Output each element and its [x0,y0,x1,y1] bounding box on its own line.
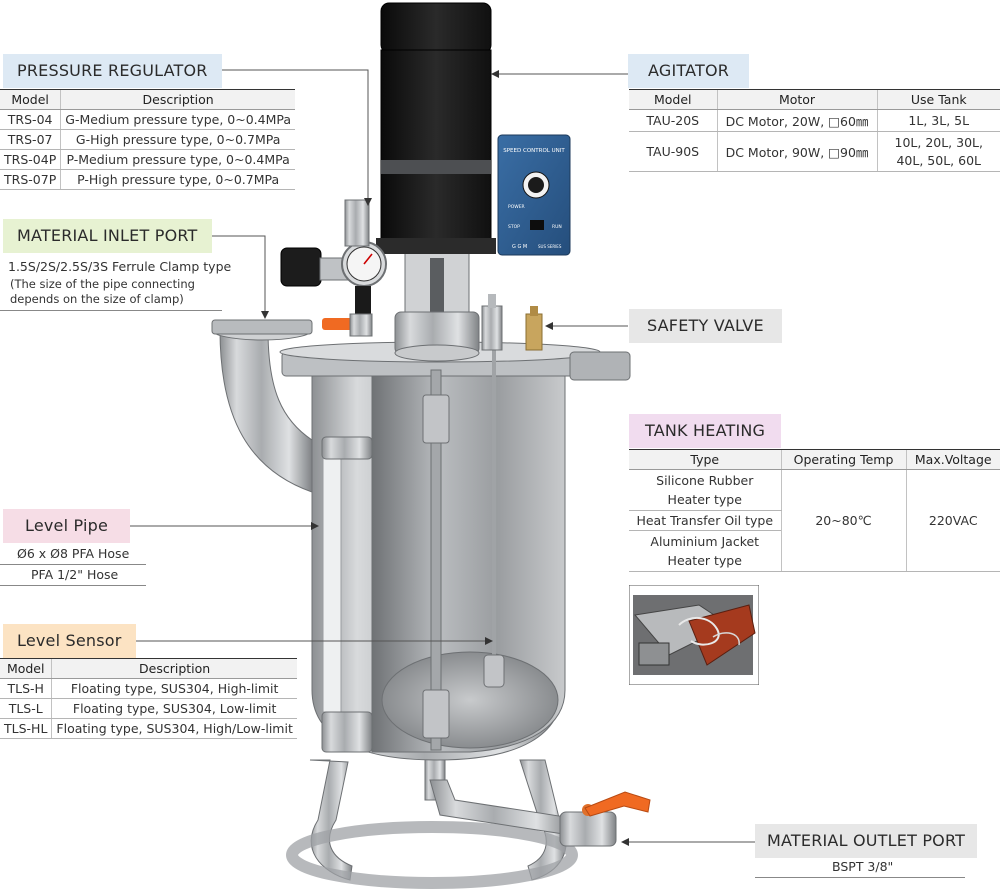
table-row: TRS-04P P-Medium pressure type, 0~0.4MPa [0,149,295,170]
pressure-regulator-table: Model Description TRS-04 G-Medium pressu… [0,89,295,190]
th-header-operating-temp: Operating Temp [780,449,906,470]
material-outlet-title: MATERIAL OUTLET PORT [755,824,978,858]
ag-use-tank: 10L, 20L, 30L, 40L, 50L, 60L [876,131,1000,172]
level-pipe-spec-1: Ø6 x Ø8 PFA Hose [17,546,130,561]
pressure-regulator-body [280,247,322,287]
pr-header-description: Description [60,89,295,110]
pressure-regulator-title: PRESSURE REGULATOR [3,54,222,88]
material-inlet-spec: 1.5S/2S/2.5S/3S Ferrule Clamp type [8,259,232,274]
th-header-max-voltage: Max.Voltage [905,449,1000,470]
table-row: TLS-L Floating type, SUS304, Low-limit [0,698,297,719]
ls-description: Floating type, SUS304, High/Low-limit [51,718,297,739]
ag-motor: DC Motor, 20W, □60㎜ [716,109,877,132]
table-row: TLS-H Floating type, SUS304, High-limit [0,678,297,699]
ls-header-description: Description [51,658,297,679]
material-inlet-title: MATERIAL INLET PORT [3,219,212,253]
table-row: Aluminium Jacket Heater type [629,530,1000,572]
table-row: TLS-HL Floating type, SUS304, High/Low-l… [0,718,297,739]
pr-description: P-High pressure type, 0~0.7MPa [60,169,295,190]
ls-description: Floating type, SUS304, Low-limit [51,698,297,719]
agitator-title: AGITATOR [628,54,750,88]
pr-model: TRS-04 [0,109,61,130]
material-outlet-spec: BSPT 3/8" [832,859,894,874]
agitator-motor [380,2,492,54]
level-sensor-table: Model Description TLS-H Floating type, S… [0,658,297,739]
divider [0,585,146,586]
ls-header-model: Model [0,658,52,679]
table-row: Heat Transfer Oil type [629,510,1000,531]
pr-model: TRS-04P [0,149,61,170]
th-max-voltage: 220VAC [905,469,1000,572]
controller-title: SPEED CONTROL UNIT [503,148,565,154]
table-row: TRS-07P P-High pressure type, 0~0.7MPa [0,169,295,190]
controller-power-label: POWER [508,204,525,210]
th-operating-temp: 20~80℃ [780,469,906,572]
tank-illustration: SPEED CONTROL UNIT POWER RUN STOP G G M … [211,2,651,889]
safety-valve-title: SAFETY VALVE [629,309,782,343]
ag-motor: DC Motor, 90W, □90㎜ [716,131,877,172]
ls-model: TLS-HL [0,718,52,739]
pr-description: P-Medium pressure type, 0~0.4MPa [60,149,295,170]
controller-brand: G G M [512,244,527,250]
controller-run-label: RUN [552,224,562,230]
ag-use-tank-line: 40L, 50L, 60L [896,152,981,168]
pr-description: G-High pressure type, 0~0.7MPa [60,129,295,150]
material-inlet-note-1: (The size of the pipe connecting [10,277,195,291]
ag-use-tank-line: 1L, 3L, 5L [908,113,970,128]
divider [0,310,222,311]
divider [0,564,146,565]
th-type: Heat Transfer Oil type [629,510,781,531]
table-row: TAU-90S DC Motor, 90W, □90㎜ 10L, 20L, 30… [629,131,1000,172]
th-type-line: Aluminium Jacket [650,534,760,549]
ag-header-model: Model [629,89,717,110]
outlet-valve-handle [584,791,651,817]
th-type-line: Silicone Rubber [656,473,754,488]
ls-model: TLS-L [0,698,52,719]
th-type-line: Heater type [667,492,742,507]
regulator-valve-handle [322,318,356,330]
table-row: TRS-04 G-Medium pressure type, 0~0.4MPa [0,109,295,130]
ls-model: TLS-H [0,678,52,699]
table-row: TAU-20S DC Motor, 20W, □60㎜ 1L, 3L, 5L [629,109,1000,132]
pr-model: TRS-07P [0,169,61,190]
ag-header-use-tank: Use Tank [876,89,1000,110]
inlet-elbow [219,329,313,493]
ag-model: TAU-90S [629,131,717,172]
level-sensor-title: Level Sensor [3,624,136,658]
level-pipe-tube [322,451,342,713]
th-type: Aluminium Jacket Heater type [629,530,781,572]
safety-valve-body [525,313,543,351]
tank-heating-table: Type Operating Temp Max.Voltage Silicone… [629,449,1000,572]
table-row: TRS-07 G-High pressure type, 0~0.7MPa [0,129,295,150]
th-header-type: Type [629,449,781,470]
divider [755,877,965,878]
pr-header-model: Model [0,89,61,110]
tank-legs [309,759,353,881]
ls-description: Floating type, SUS304, High-limit [51,678,297,699]
level-pipe-spec-2: PFA 1/2" Hose [31,567,119,582]
ag-model: TAU-20S [629,109,717,132]
th-type-line: Heater type [667,553,742,568]
controller-stop-label: STOP [508,224,520,230]
tank-heating-title: TANK HEATING [629,414,782,448]
agitator-table: Model Motor Use Tank TAU-20S DC Motor, 2… [629,89,1000,172]
controller-series: SUS SERIES [538,244,562,249]
pr-model: TRS-07 [0,129,61,150]
ag-use-tank-line: 10L, 20L, 30L, [894,134,983,150]
ag-header-motor: Motor [716,89,877,110]
level-pipe-title: Level Pipe [3,509,131,543]
th-type: Silicone Rubber Heater type [629,469,781,511]
heater-photo [629,585,759,685]
material-inlet-note-2: depends on the size of clamp) [10,292,184,306]
ag-use-tank: 1L, 3L, 5L [876,109,1000,132]
pr-description: G-Medium pressure type, 0~0.4MPa [60,109,295,130]
table-row: Silicone Rubber Heater type 20~80℃ 220VA… [629,469,1000,572]
